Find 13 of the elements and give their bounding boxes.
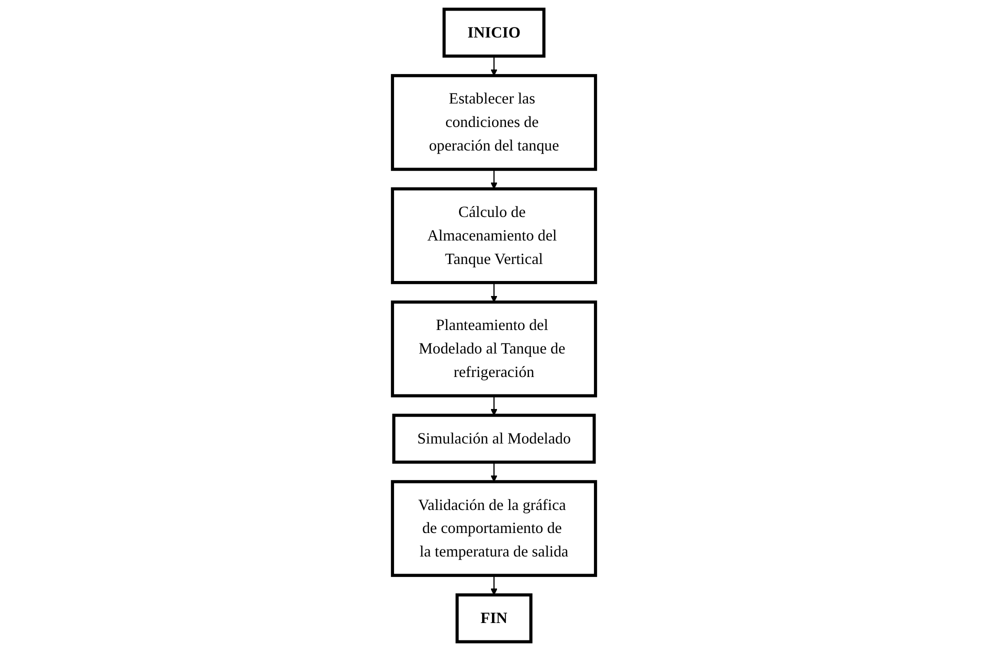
node-box: Validación de la gráfica de comportamiento de la temperatura de salida [390, 480, 597, 577]
arrow [490, 169, 497, 190]
arrow [490, 462, 497, 482]
arrow [490, 575, 497, 596]
node-box: Cálculo de Almacenamiento del Tanque Vertical [390, 187, 597, 284]
node-box: Simulación al Modelado [392, 414, 596, 464]
node-box: FIN [455, 593, 532, 644]
node-box: Establecer las condiciones de operación del tanque [390, 74, 597, 171]
arrow [490, 396, 497, 416]
node-box: Planteamiento del Modelado al Tanque de refrigeración [390, 300, 597, 398]
arrow [490, 56, 497, 76]
node-box: INICIO [442, 8, 545, 58]
arrow [490, 282, 497, 302]
